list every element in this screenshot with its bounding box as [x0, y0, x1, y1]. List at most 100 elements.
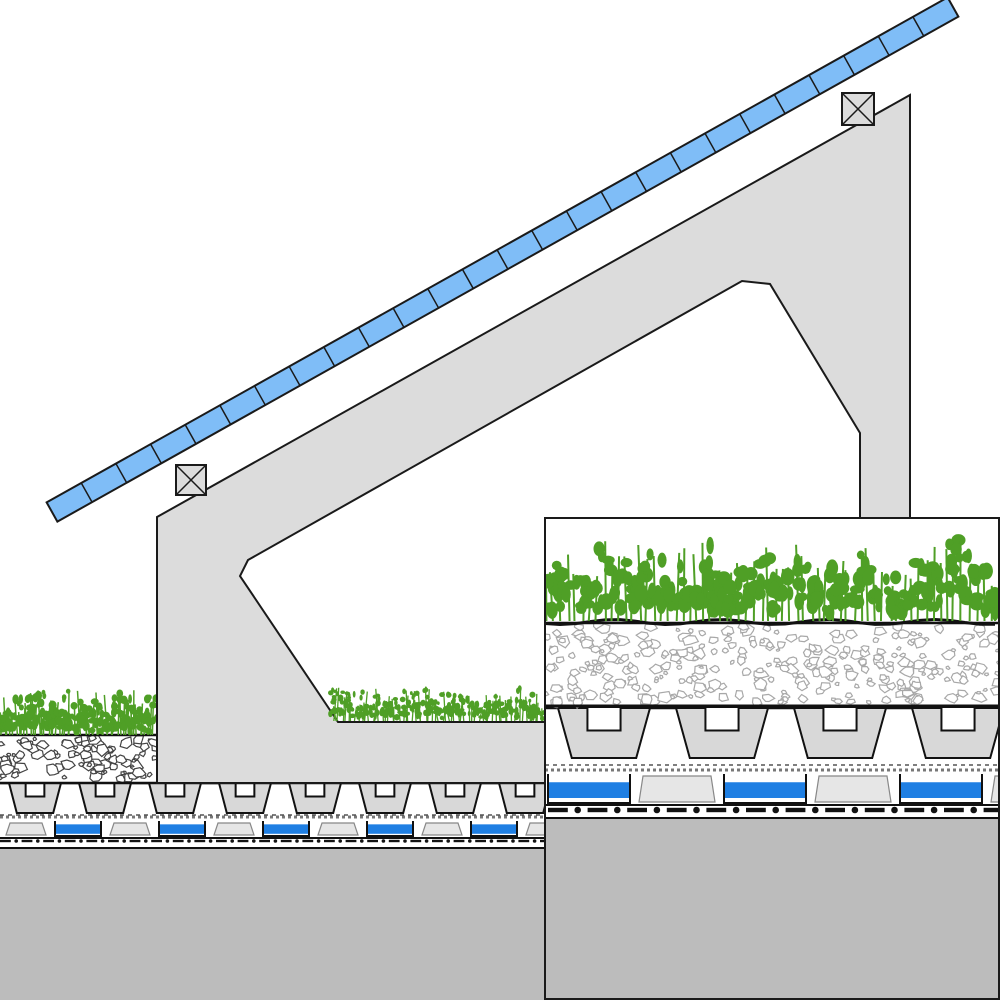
substrate-stone	[832, 698, 844, 705]
substrate-stone	[0, 755, 9, 763]
substrate-stone	[775, 648, 781, 652]
leaf	[433, 699, 438, 705]
leaf	[514, 696, 519, 704]
solar-cell-divider	[392, 307, 405, 328]
leaf	[954, 553, 964, 563]
substrate-stone	[60, 739, 76, 750]
substrate-stone	[115, 754, 128, 765]
leaf	[635, 571, 645, 585]
leaf	[614, 599, 627, 616]
substrate-detail	[545, 620, 1000, 710]
leaf	[486, 703, 493, 707]
leaf	[120, 698, 129, 704]
substrate-stone	[594, 623, 611, 635]
substrate-stone	[73, 751, 81, 757]
substrate-stone	[661, 649, 670, 657]
leaf	[517, 699, 523, 704]
substrate-stone	[891, 652, 899, 659]
leaf	[935, 582, 948, 594]
leaf	[969, 592, 984, 602]
leaf	[873, 590, 882, 605]
substrate-stone	[767, 676, 775, 683]
substrate-stone	[726, 632, 733, 637]
leaf	[965, 548, 972, 564]
substrate-stone	[858, 658, 867, 667]
substrate-stone	[806, 662, 813, 668]
substrate-stone	[687, 627, 694, 635]
leaf	[799, 564, 811, 575]
leaf	[561, 586, 571, 603]
leaf	[836, 594, 845, 612]
substrate-stone	[970, 691, 988, 703]
substrate-stone	[61, 774, 68, 780]
drainage-board-detail	[545, 706, 1000, 766]
substrate-stone	[654, 676, 660, 681]
leaf	[676, 559, 684, 574]
water-pocket	[548, 782, 630, 798]
solar-cell-divider	[149, 443, 162, 464]
solar-cell-divider	[288, 366, 301, 387]
substrate-stone	[923, 659, 938, 670]
leaf	[529, 691, 536, 698]
leaf	[763, 552, 777, 565]
leaf	[478, 715, 484, 719]
leaf	[473, 705, 479, 710]
leaf	[841, 571, 850, 586]
substrate-stone	[873, 626, 888, 636]
leaf	[90, 698, 99, 705]
substrate-stone	[10, 770, 20, 779]
leaf	[555, 600, 566, 613]
solar-cell-divider	[635, 171, 648, 192]
leaf	[601, 555, 615, 565]
substrate-stone	[82, 745, 92, 752]
leaf	[439, 715, 444, 721]
substrate-stone	[35, 740, 50, 750]
leaf	[477, 707, 483, 713]
water-reservoir-detail	[545, 768, 1000, 806]
substrate-stone	[904, 698, 911, 703]
leaf	[428, 706, 433, 714]
solar-cell-divider	[669, 152, 682, 173]
substrate-stone	[765, 662, 773, 668]
leaf	[753, 558, 767, 569]
solar-cell-divider	[912, 16, 925, 37]
leaf	[393, 713, 400, 721]
substrate-stone	[913, 659, 927, 670]
substrate-stone	[958, 675, 969, 685]
water-pocket	[471, 824, 517, 834]
substrate-stone	[619, 653, 630, 663]
substrate-stone	[898, 666, 915, 678]
substrate-stone	[633, 651, 641, 658]
substrate-stone	[961, 633, 974, 642]
substrate-stone	[549, 684, 564, 694]
solar-cell-divider	[219, 404, 232, 425]
leaf	[557, 580, 566, 590]
leaf	[967, 563, 981, 579]
vegetation-detail	[545, 534, 1000, 626]
leaf	[659, 574, 671, 590]
substrate-stone	[663, 670, 669, 676]
leaf	[344, 691, 350, 696]
leaf	[737, 564, 750, 583]
leaf	[487, 699, 492, 704]
solar-cell-divider	[496, 249, 509, 270]
substrate-stone	[115, 774, 126, 784]
leaf	[465, 696, 470, 704]
leaf	[439, 692, 445, 698]
leaf	[423, 709, 428, 717]
leaf	[774, 604, 782, 614]
leaf	[18, 704, 24, 711]
leaf	[424, 686, 428, 694]
substrate-stone	[583, 689, 599, 701]
substrate-stone	[860, 645, 870, 654]
leaf	[646, 548, 654, 561]
leaf	[394, 700, 398, 706]
leaf	[331, 687, 335, 693]
substrate-stone	[879, 674, 888, 681]
substrate-stone	[548, 645, 559, 656]
leaf	[882, 573, 890, 586]
leaf	[507, 703, 511, 711]
substrate-stone	[945, 665, 951, 671]
substrate-stone	[708, 664, 721, 674]
substrate-stone	[955, 693, 960, 698]
